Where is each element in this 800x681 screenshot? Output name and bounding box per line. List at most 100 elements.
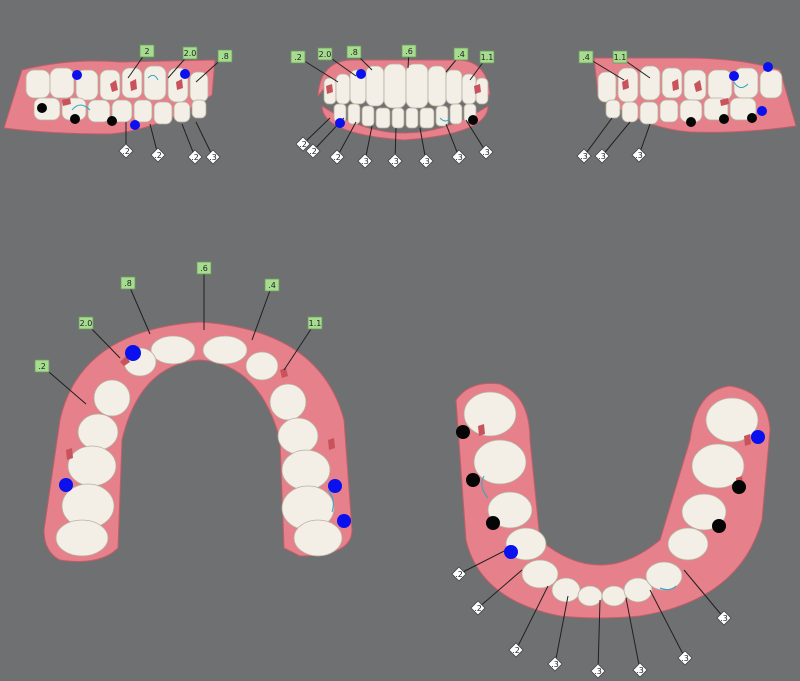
- green-tag-label: .6: [200, 264, 208, 273]
- green-value-tag[interactable]: 2: [139, 44, 155, 58]
- green-value-tag[interactable]: .8: [120, 276, 136, 290]
- green-value-tag[interactable]: 2.0: [317, 47, 333, 61]
- blue-marker[interactable]: [763, 62, 773, 72]
- white-tag-diamond: [205, 149, 221, 165]
- black-marker[interactable]: [107, 116, 117, 126]
- blue-marker[interactable]: [757, 106, 767, 116]
- white-tag-diamond: [329, 149, 345, 165]
- left-buccal-view[interactable]: [593, 57, 797, 133]
- white-tag-label: .3: [636, 666, 644, 675]
- blue-marker[interactable]: [72, 70, 82, 80]
- right-buccal-view[interactable]: [3, 59, 216, 135]
- green-value-tag[interactable]: .6: [401, 44, 417, 58]
- white-value-tag[interactable]: .3: [716, 610, 732, 626]
- green-tag-label: 2.0: [184, 49, 197, 58]
- white-value-tag[interactable]: .3: [590, 663, 606, 679]
- green-tag-box: [290, 50, 306, 64]
- black-marker[interactable]: [732, 480, 746, 494]
- green-value-tag[interactable]: 1.1: [612, 50, 628, 64]
- white-value-tag[interactable]: .2: [150, 147, 166, 163]
- white-value-tag[interactable]: .3: [547, 656, 563, 672]
- green-tag-label: 2.0: [319, 50, 332, 59]
- white-value-tag[interactable]: .2: [508, 642, 524, 658]
- blue-marker[interactable]: [130, 120, 140, 130]
- green-tag-box: [34, 359, 50, 373]
- green-value-tag[interactable]: .6: [196, 261, 212, 275]
- leader-line: [127, 282, 151, 335]
- green-value-tag[interactable]: .4: [264, 278, 280, 292]
- blue-marker[interactable]: [504, 545, 518, 559]
- white-tag-diamond: [590, 663, 606, 679]
- black-marker[interactable]: [456, 425, 470, 439]
- white-tag-label: .2: [474, 604, 482, 613]
- white-tag-diamond: [118, 143, 134, 159]
- green-tag-box: [317, 47, 333, 61]
- green-value-tag[interactable]: 1.1: [307, 316, 323, 330]
- white-value-tag[interactable]: .3: [205, 149, 221, 165]
- white-tag-label: .3: [598, 152, 606, 161]
- green-tag-box: [612, 50, 628, 64]
- black-marker[interactable]: [712, 519, 726, 533]
- blue-marker[interactable]: [59, 478, 73, 492]
- green-value-tag[interactable]: .4: [453, 47, 469, 61]
- white-value-tag[interactable]: .2: [470, 600, 486, 616]
- green-tag-box: [479, 50, 495, 64]
- green-tag-box: [346, 45, 362, 59]
- white-value-tag[interactable]: .3: [677, 650, 693, 666]
- white-tag-label: .2: [122, 147, 130, 156]
- lower-occlusal-view[interactable]: [455, 382, 771, 619]
- attachment-markers: [37, 62, 773, 559]
- blue-marker[interactable]: [180, 69, 190, 79]
- blue-marker[interactable]: [337, 514, 351, 528]
- green-value-tag[interactable]: .2: [34, 359, 50, 373]
- white-value-tag[interactable]: .2: [295, 136, 311, 152]
- white-value-tag[interactable]: .3: [632, 662, 648, 678]
- green-value-tag[interactable]: .8: [217, 49, 233, 63]
- white-value-tag[interactable]: .2: [187, 149, 203, 165]
- white-value-tag[interactable]: .2: [305, 143, 321, 159]
- green-value-tag[interactable]: 2.0: [78, 316, 94, 330]
- white-value-tag[interactable]: .3: [576, 148, 592, 164]
- white-value-tag[interactable]: .3: [478, 144, 494, 160]
- white-tag-label: .2: [333, 153, 341, 162]
- black-marker[interactable]: [686, 117, 696, 127]
- blue-marker[interactable]: [356, 69, 366, 79]
- white-value-tag[interactable]: .3: [418, 153, 434, 169]
- white-value-tag[interactable]: .2: [329, 149, 345, 165]
- blue-marker[interactable]: [125, 345, 141, 361]
- white-tag-diamond: [547, 656, 563, 672]
- white-value-tag[interactable]: .3: [451, 149, 467, 165]
- white-tag-label: .3: [635, 151, 643, 160]
- green-value-tag[interactable]: .2: [290, 50, 306, 64]
- upper-occlusal-view[interactable]: [43, 321, 353, 562]
- blue-marker[interactable]: [335, 118, 345, 128]
- green-value-tag[interactable]: .4: [578, 50, 594, 64]
- black-marker[interactable]: [466, 473, 480, 487]
- leader-line: [195, 121, 214, 158]
- green-value-tag[interactable]: 2.0: [182, 46, 198, 60]
- black-marker[interactable]: [486, 516, 500, 530]
- white-tag-diamond: [508, 642, 524, 658]
- black-marker[interactable]: [747, 113, 757, 123]
- white-tag-diamond: [451, 566, 467, 582]
- white-value-tag[interactable]: .2: [451, 566, 467, 582]
- white-value-tag[interactable]: .3: [357, 153, 373, 169]
- blue-marker[interactable]: [751, 430, 765, 444]
- green-value-tag[interactable]: 1.1: [479, 50, 495, 64]
- white-value-tag[interactable]: .2: [118, 143, 134, 159]
- black-marker[interactable]: [70, 114, 80, 124]
- blue-marker[interactable]: [328, 479, 342, 493]
- blue-marker[interactable]: [729, 71, 739, 81]
- black-marker[interactable]: [468, 115, 478, 125]
- white-value-tag[interactable]: .3: [387, 153, 403, 169]
- green-value-tag[interactable]: .8: [346, 45, 362, 59]
- white-value-tag[interactable]: .3: [631, 147, 647, 163]
- white-value-tag[interactable]: .3: [594, 148, 610, 164]
- leader-line: [597, 599, 601, 672]
- black-marker[interactable]: [37, 103, 47, 113]
- black-marker[interactable]: [719, 114, 729, 124]
- green-tag-box: [182, 46, 198, 60]
- green-tag-box: [453, 47, 469, 61]
- frontal-view[interactable]: [317, 59, 491, 141]
- leader-line: [181, 123, 196, 158]
